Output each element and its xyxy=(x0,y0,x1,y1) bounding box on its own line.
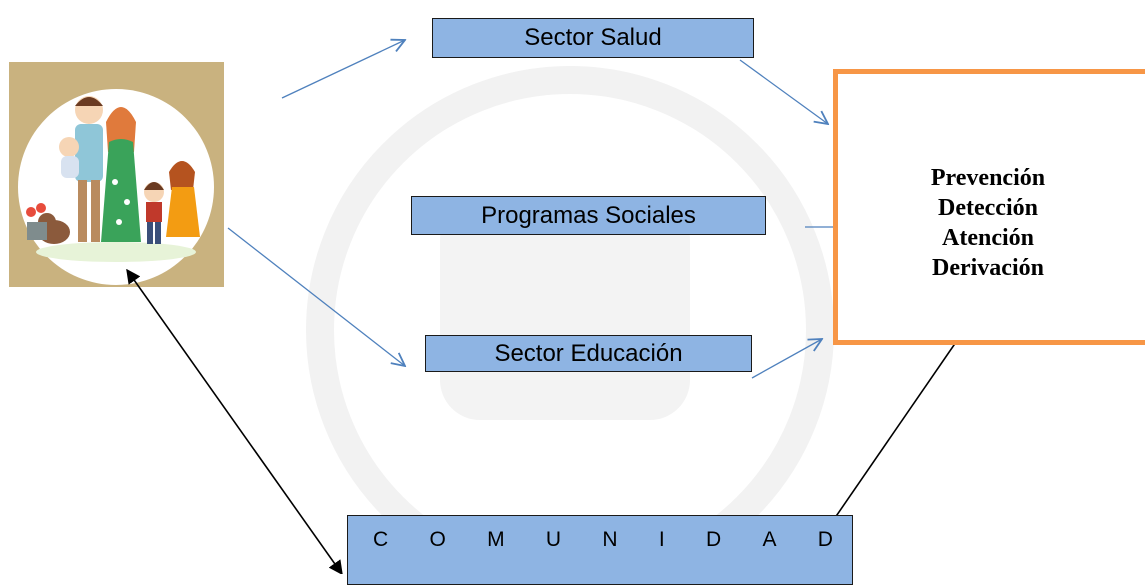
outcome-atencion: Atención xyxy=(942,225,1034,251)
outcomes-list: Prevención Detección Atención Derivación xyxy=(833,163,1143,283)
arrow-family-to-salud xyxy=(281,40,405,99)
comunidad-letter: O xyxy=(429,528,446,551)
comunidad-letter: D xyxy=(817,528,833,551)
comunidad-box: C O M U N I D A D xyxy=(347,515,853,585)
arrow-family-to-educacion xyxy=(227,227,405,366)
comunidad-letter: A xyxy=(762,528,777,551)
sector-salud-label: Sector Salud xyxy=(524,24,662,51)
comunidad-letter: U xyxy=(545,528,562,551)
sector-educacion-box: Sector Educación xyxy=(425,335,752,372)
outcome-derivacion: Derivación xyxy=(932,255,1044,281)
outcome-prevencion: Prevención xyxy=(930,165,1046,191)
comunidad-letter: N xyxy=(602,528,618,551)
sector-salud-box: Sector Salud xyxy=(432,18,754,58)
comunidad-label: C O M U N I D A D xyxy=(373,528,833,552)
programas-sociales-label: Programas Sociales xyxy=(481,201,696,229)
arrow-salud-to-outcomes xyxy=(739,59,828,124)
comunidad-letter: C xyxy=(373,528,389,551)
family-illustration-icon xyxy=(9,62,224,287)
arrow-family-comunidad xyxy=(126,268,343,574)
sector-educacion-label: Sector Educación xyxy=(494,339,683,367)
outcomes-box xyxy=(833,69,1145,345)
programas-sociales-box: Programas Sociales xyxy=(411,196,766,235)
arrow-educacion-to-outcomes xyxy=(751,339,822,379)
comunidad-letter: M xyxy=(487,528,505,551)
comunidad-letter: D xyxy=(705,528,722,551)
comunidad-letter: I xyxy=(658,528,665,551)
outcome-deteccion: Detección xyxy=(938,195,1038,221)
